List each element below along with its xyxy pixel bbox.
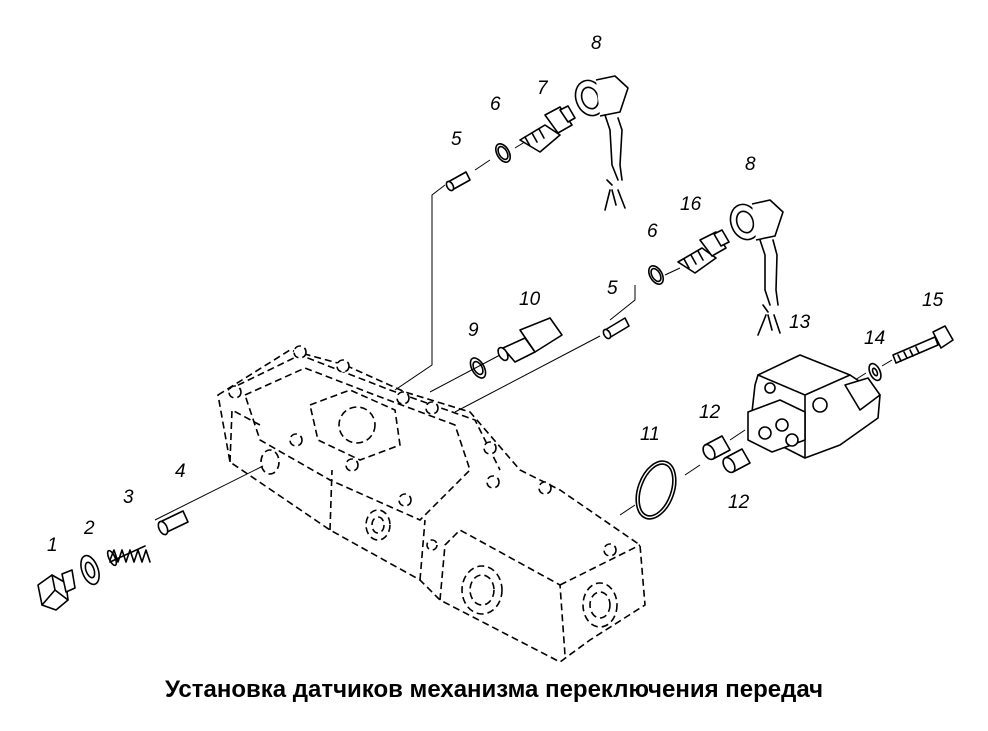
- part-2-washer: [80, 554, 100, 586]
- label-3: 3: [123, 487, 134, 508]
- part-7-sensor: [519, 105, 576, 153]
- part-8-connector-lower: [729, 199, 784, 336]
- label-8-upper: 8: [591, 33, 602, 54]
- label-14: 14: [864, 328, 885, 349]
- part-6-ring-middle: [647, 265, 665, 285]
- label-10: 10: [519, 289, 541, 310]
- label-15: 15: [922, 290, 944, 311]
- part-4-pin: [157, 510, 189, 536]
- part-3-spring: [106, 545, 151, 567]
- housing: [217, 345, 646, 663]
- part-6-ring-upper: [494, 143, 512, 163]
- part-15-bolt: [892, 325, 954, 364]
- label-12-lower: 12: [728, 492, 750, 513]
- label-12-upper: 12: [699, 402, 721, 423]
- label-5-upper: 5: [451, 129, 462, 150]
- part-13-valve-block: [747, 354, 881, 459]
- part-12-bushing-upper: [702, 435, 731, 461]
- label-2: 2: [83, 518, 95, 539]
- label-7: 7: [537, 78, 549, 99]
- label-9: 9: [468, 320, 479, 341]
- label-4: 4: [175, 461, 186, 482]
- assembly-lines: [154, 139, 893, 521]
- part-9-ring: [469, 357, 487, 379]
- part-12-bushing-lower: [722, 448, 751, 474]
- label-6-middle: 6: [647, 221, 658, 242]
- part-1-plug: [37, 569, 76, 611]
- part-5-pin-upper: [445, 171, 471, 192]
- figure-caption: Установка датчиков механизма переключени…: [164, 676, 824, 703]
- label-5-middle: 5: [607, 278, 618, 299]
- part-8-connector-upper: [574, 75, 629, 211]
- label-11: 11: [640, 424, 660, 445]
- part-10-sensor: [497, 317, 563, 363]
- part-5-pin-middle: [602, 317, 630, 340]
- label-16: 16: [680, 194, 702, 215]
- part-16-sensor: [677, 229, 730, 274]
- label-6-upper: 6: [490, 94, 501, 115]
- part-11-o-ring: [635, 460, 677, 520]
- part-14-washer: [868, 362, 882, 382]
- part-labels: 1 2 3 4 5 5 6 6 7 8 8 9 10 11 12 12 13 1…: [47, 33, 944, 556]
- label-13: 13: [789, 312, 811, 333]
- label-1: 1: [47, 535, 58, 556]
- label-8-lower: 8: [745, 154, 756, 175]
